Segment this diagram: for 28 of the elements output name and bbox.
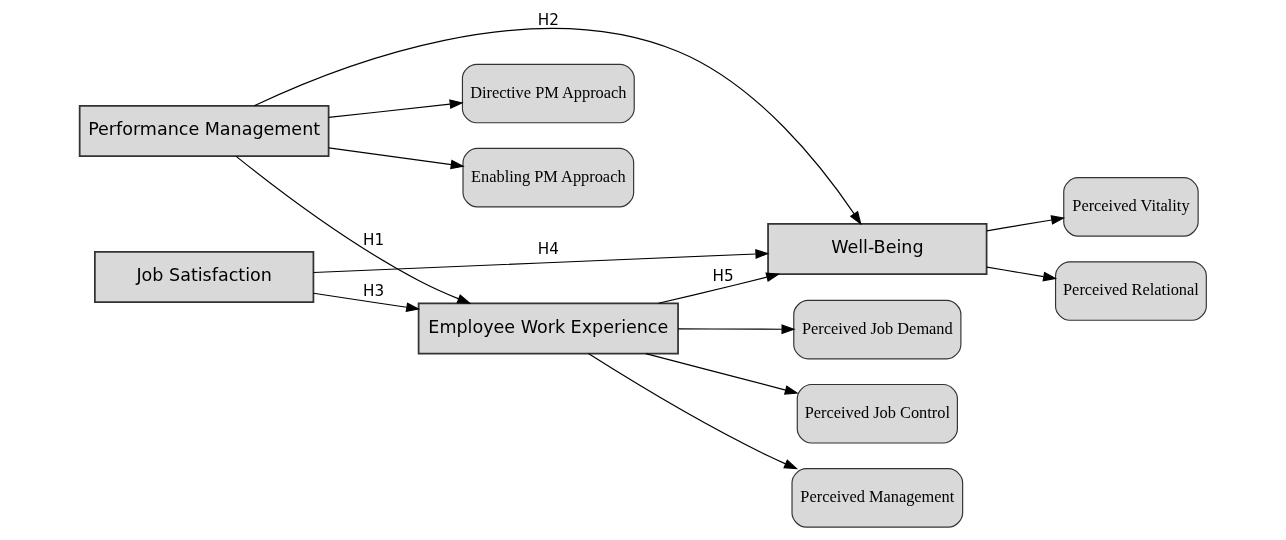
node-box: Employee Work Experience <box>417 302 679 355</box>
edge-label: H1 <box>363 230 385 249</box>
node-box: Job Satisfaction <box>94 251 315 303</box>
node-box: Performance Management <box>78 104 330 157</box>
node-box: Perceived Job Demand <box>793 299 962 360</box>
node-box: Well-Being <box>767 222 988 275</box>
arrow <box>645 353 799 395</box>
arrow <box>312 292 421 313</box>
arrow <box>328 147 465 170</box>
edge-label: H4 <box>537 240 559 259</box>
edge-label: H3 <box>363 282 385 301</box>
arrow <box>235 155 472 304</box>
edge-label: H2 <box>537 11 559 30</box>
arrow <box>986 215 1066 232</box>
node-box: Enabling PM Approach <box>462 147 635 208</box>
node-box: Perceived Job Control <box>796 383 958 444</box>
arrow <box>657 272 781 304</box>
arrow <box>312 249 770 274</box>
node-box: Perceived Management <box>791 468 964 528</box>
arrow <box>253 28 862 226</box>
arrow <box>328 99 464 118</box>
arrow <box>587 353 799 470</box>
node-box: Directive PM Approach <box>461 63 635 124</box>
node-box: Perceived Vitality <box>1063 177 1199 237</box>
node-box: Perceived Relational <box>1054 261 1207 321</box>
arrow <box>677 324 796 335</box>
arrow <box>986 266 1058 282</box>
edge-label: H5 <box>712 266 734 285</box>
